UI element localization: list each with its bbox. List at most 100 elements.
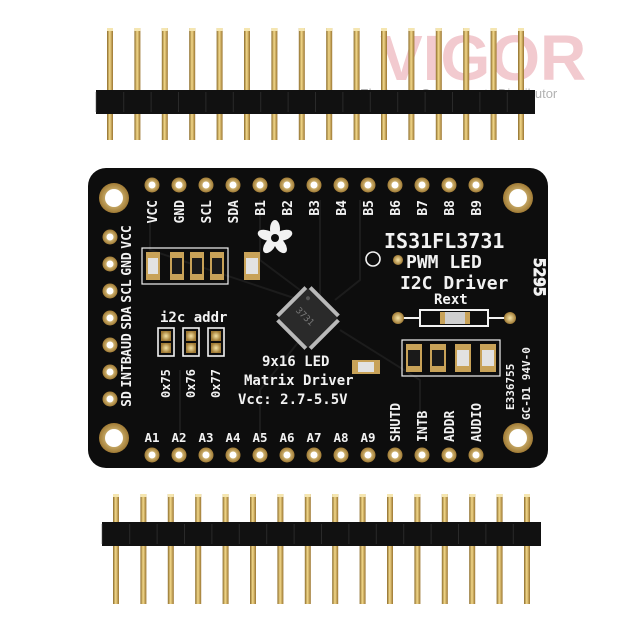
bottom-header-pin (524, 494, 530, 604)
bottom-header-pin (359, 494, 366, 604)
ic-chip: 3731 (276, 286, 340, 350)
bottom-header-pin (250, 494, 256, 604)
bottom-pin-label: SHUTD (389, 403, 404, 442)
top-header-pin (490, 28, 497, 140)
top-header-pin (107, 28, 113, 140)
top-header-pin (161, 28, 168, 140)
top-pin-label: B8 (443, 200, 458, 216)
left-pin-label: AUD (120, 333, 135, 357)
top-pin-label: GND (173, 200, 188, 224)
left-pin-pads (102, 229, 118, 407)
bottom-pin-header (101, 494, 541, 604)
bottom-header-pin (387, 494, 393, 604)
date-code-text: 5295 (530, 258, 549, 297)
addr-option-0x77: 0x77 (209, 369, 223, 398)
top-pin-pads (144, 177, 484, 193)
bottom-header-pin (277, 494, 284, 604)
bottom-pin-label: A5 (252, 430, 267, 445)
pcb-traces (149, 200, 421, 440)
rext-resistor (444, 312, 466, 324)
matrix-line-1: 9x16 LED (262, 354, 329, 370)
date-code: 5295 (530, 258, 550, 297)
left-pin-label: SCL (120, 279, 135, 303)
bottom-pin-label: A7 (306, 430, 321, 445)
bottom-header-pin (332, 494, 339, 604)
smd-components-right (401, 339, 501, 377)
bottom-header-pin (469, 494, 476, 604)
top-pin-label: B3 (308, 200, 323, 216)
left-pin-label: INTB (120, 356, 135, 387)
top-header-pin (216, 28, 223, 140)
left-pin-label: VCC (120, 225, 135, 248)
addr-option-0x76: 0x76 (184, 369, 198, 398)
top-header-pin (435, 28, 442, 140)
watermark: VIGOR Electronic Components Distributor (360, 22, 586, 101)
top-header-pin (463, 28, 470, 140)
top-header-pin (298, 28, 305, 140)
bottom-pin-label: A2 (171, 430, 186, 445)
left-pin-label: SDA (120, 306, 135, 330)
cert-number: E336755 (504, 364, 517, 410)
chip-subtitle-2: I2C Driver (400, 273, 509, 294)
top-pin-label: B2 (281, 200, 296, 216)
bottom-pin-label: ADDR (443, 411, 458, 442)
top-header-pin (271, 28, 278, 140)
bottom-header-pin (304, 494, 311, 604)
top-header-pin (381, 28, 387, 140)
mounting-hole-top-left-hole (105, 189, 123, 207)
matrix-line-2: Matrix Driver (244, 373, 354, 389)
copyright-mark-icon (365, 251, 381, 267)
top-header-pin (134, 28, 141, 140)
top-header-pin (518, 28, 524, 140)
bottom-pin-label: AUDIO (470, 403, 485, 442)
top-pin-label: SDA (227, 200, 242, 224)
left-pin-label: SD (120, 391, 135, 407)
top-pin-header (95, 28, 535, 140)
bottom-pin-label: A4 (225, 430, 240, 445)
bottom-header-pin (441, 494, 448, 604)
top-header-pin (326, 28, 333, 140)
bottom-pin-label: A3 (198, 430, 213, 445)
i2c-addr-label: i2c addr (160, 310, 227, 326)
top-header-pin (408, 28, 415, 140)
addr-jumpers (157, 327, 225, 357)
rext-pad-right (504, 312, 516, 324)
flower-logo-icon (257, 220, 293, 254)
rext-pad-left (392, 312, 404, 324)
vcc-range: Vcc: 2.7-5.5V (238, 392, 348, 408)
bottom-pin-labels: A1 A2 A3 A4 A5 A6 A7 A8 A9 SHUTD INTB ADDR AUDIO (144, 403, 485, 445)
bottom-header-pin (140, 494, 147, 604)
bottom-header-pin (167, 494, 174, 604)
bottom-pin-pads (144, 447, 484, 463)
top-header-pin (353, 28, 360, 140)
cert-rating: GC-D1 94V-0 (520, 347, 533, 420)
mounting-hole-bottom-right-hole (509, 429, 527, 447)
bottom-pin-label: A1 (144, 430, 159, 445)
rext-label: Rext (434, 292, 468, 308)
top-pin-label: B5 (362, 200, 377, 216)
via-pad (393, 255, 403, 265)
top-pin-label: B1 (254, 200, 269, 216)
bottom-header-pin (496, 494, 503, 604)
bottom-pin-label: A6 (279, 430, 294, 445)
mounting-hole-top-right-hole (509, 189, 527, 207)
bottom-pin-label: INTB (416, 411, 431, 442)
smd-components-left (141, 247, 260, 285)
mounting-hole-bottom-left-hole (105, 429, 123, 447)
left-pin-label: GND (120, 252, 135, 276)
top-header-pin (189, 28, 196, 140)
bottom-header-pin (414, 494, 421, 604)
bottom-pin-label: A8 (333, 430, 348, 445)
bottom-header-pin (113, 494, 119, 604)
bottom-header-pin (195, 494, 202, 604)
top-pin-label: B7 (416, 200, 431, 216)
bottom-pin-label: A9 (360, 430, 375, 445)
addr-option-0x75: 0x75 (159, 369, 173, 398)
top-pin-label: B4 (335, 200, 350, 216)
top-pin-label: SCL (200, 200, 215, 224)
bottom-header-pin (222, 494, 229, 604)
